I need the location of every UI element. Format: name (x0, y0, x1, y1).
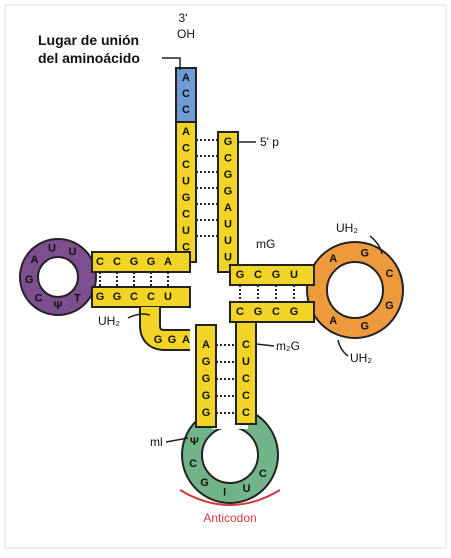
acceptor-3prime-base: C (182, 143, 190, 155)
t-loop-base: A (329, 315, 337, 327)
t-arm-top-base: G (236, 269, 245, 281)
acceptor-5prime-base: U (224, 219, 232, 231)
acceptor-5prime-base: U (224, 252, 232, 264)
acceptor-tail-base: C (182, 104, 190, 116)
acceptor-tail-base: C (182, 88, 190, 100)
acceptor-5prime-base: G (224, 136, 233, 148)
t-arm-bottom-base: C (236, 306, 244, 318)
acceptor-3prime-base: U (182, 225, 190, 237)
acceptor-5prime-base: G (224, 169, 233, 181)
five-prime-label: 5' p (260, 135, 279, 149)
d-arm-bottom-base: G (113, 291, 122, 303)
t-arm-bottom-base: G (254, 306, 263, 318)
d-loop-base: A (31, 254, 39, 266)
t-arm-top-base: G (272, 269, 281, 281)
t-arm-top-base: U (290, 269, 298, 281)
uh2-bottom-label: UH₂ (350, 351, 372, 365)
t-loop-base: G (385, 300, 394, 312)
anticodon-right-base: C (242, 339, 250, 351)
mg-label: mG (256, 237, 275, 251)
anticodon-right-base: C (242, 390, 250, 402)
acceptor-tail-base: A (182, 72, 190, 84)
t-arm-bottom-base: G (290, 306, 299, 318)
anticodon-loop-base: C (259, 468, 267, 480)
t-loop-base: A (329, 253, 337, 265)
t-arm-bottom-base: C (272, 306, 280, 318)
acceptor-3prime-base: C (182, 159, 190, 171)
d-arm-bottom-base: U (164, 291, 172, 303)
d-arm-bottom-base: C (130, 291, 138, 303)
d-arm-top-base: C (113, 256, 121, 268)
acceptor-3prime-base: G (182, 192, 191, 204)
title-line-1: Lugar de unión (38, 32, 139, 48)
ml-label: ml (150, 435, 163, 449)
d-loop-base: G (25, 274, 34, 286)
anticodon-left-base: G (202, 356, 211, 368)
connector-base: G (168, 334, 177, 346)
three-prime-label: 3' (179, 11, 188, 25)
d-arm-top-base: A (164, 256, 172, 268)
d-arm-top-strand (92, 252, 190, 272)
d-arm-top-base: G (147, 256, 156, 268)
d-arm-bottom-base: G (96, 291, 105, 303)
acceptor-3prime-base: A (182, 126, 190, 138)
uh2-top-label: UH₂ (336, 221, 358, 235)
anticodon-loop-base: U (243, 483, 251, 495)
d-loop-base: U (69, 246, 77, 258)
d-loop-base: C (35, 293, 43, 305)
title-line-2: del aminoácido (38, 50, 140, 66)
anticodon-label: Anticodon (203, 511, 256, 525)
anticodon-left-base: A (202, 339, 210, 351)
anticodon-left-base: G (202, 407, 211, 419)
d-arm-top-base: G (130, 256, 139, 268)
anticodon-loop-base: Ψ (190, 436, 199, 448)
t-loop-base: G (361, 247, 370, 259)
connector-base: A (182, 334, 190, 346)
anticodon-loop-base: G (200, 477, 209, 489)
anticodon-loop-base: C (189, 458, 197, 470)
d-arm-top-base: C (96, 256, 104, 268)
d-arm-bottom-strand (92, 287, 190, 307)
m2g-label: m₂G (276, 339, 300, 353)
t-loop-base: G (361, 321, 370, 333)
anticodon-left-base: G (202, 373, 211, 385)
t-arm-top-base: C (254, 269, 262, 281)
acceptor-5prime-base: A (224, 202, 232, 214)
acceptor-5prime-base: U (224, 235, 232, 247)
d-loop-base: T (74, 293, 81, 305)
oh-label: OH (177, 27, 195, 41)
d-arm-bottom-base: C (147, 291, 155, 303)
anticodon-loop-base: I (223, 487, 226, 499)
acceptor-3prime-base: C (182, 242, 190, 254)
anticodon-left-base: G (202, 390, 211, 402)
acceptor-3prime-base: C (182, 209, 190, 221)
uh2-d-label: UH₂ (98, 314, 120, 328)
connector-base: G (154, 334, 163, 346)
acceptor-5prime-base: G (224, 186, 233, 198)
t-loop-base: C (385, 268, 393, 280)
acceptor-3prime-base: U (182, 176, 190, 188)
acceptor-5prime-base: C (224, 153, 232, 165)
anticodon-right-base: C (242, 407, 250, 419)
anticodon-right-base: U (242, 356, 250, 368)
d-loop-base: U (48, 243, 56, 255)
d-loop-base: Ψ (54, 300, 63, 312)
anticodon-right-base: C (242, 373, 250, 385)
